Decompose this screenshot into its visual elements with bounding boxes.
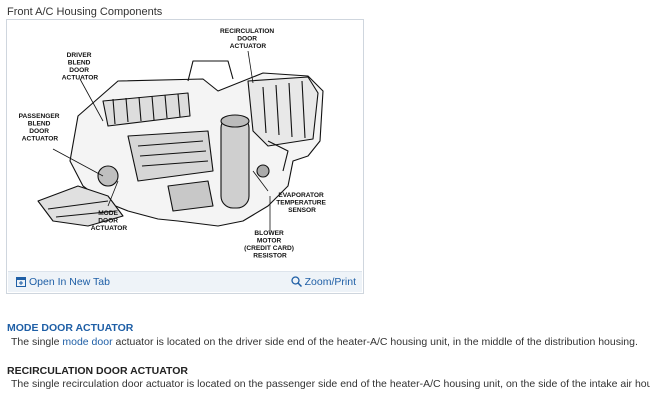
ac-housing-diagram[interactable]: RECIRCULATION DOOR ACTUATOR DRIVER BLEND… <box>8 21 362 271</box>
callout-blower-motor-resistor: BLOWER MOTOR (CREDIT CARD) RESISTOR <box>244 230 296 260</box>
figure-toolbar: Open In New Tab Zoom/Print <box>8 271 362 292</box>
text-segment: The single <box>11 336 63 348</box>
figure-panel: RECIRCULATION DOOR ACTUATOR DRIVER BLEND… <box>6 19 364 294</box>
new-tab-icon <box>16 277 26 290</box>
zoom-print-label: Zoom/Print <box>304 276 356 288</box>
figure-title: Front A/C Housing Components <box>7 6 163 18</box>
recirculation-door-actuator-heading: RECIRCULATION DOOR ACTUATOR <box>7 365 189 377</box>
open-in-new-tab-label: Open In New Tab <box>29 276 110 288</box>
callout-driver-blend-door-actuator: DRIVER BLEND DOOR ACTUATOR <box>62 52 99 82</box>
callout-recirculation-door-actuator: RECIRCULATION DOOR ACTUATOR <box>220 28 276 50</box>
callout-evaporator-temperature-sensor: EVAPORATOR TEMPERATURE SENSOR <box>276 192 328 214</box>
callout-mode-door-actuator: MODE DOOR ACTUATOR <box>91 210 128 232</box>
recirculation-door-actuator-text: The single recirculation door actuator i… <box>11 378 650 390</box>
mode-door-actuator-text: The single mode door actuator is located… <box>11 336 638 348</box>
mode-door-actuator-heading: MODE DOOR ACTUATOR <box>7 322 134 334</box>
magnifier-icon <box>290 276 302 290</box>
open-in-new-tab-link[interactable]: Open In New Tab <box>16 276 110 290</box>
zoom-print-link[interactable]: Zoom/Print <box>290 276 356 290</box>
text-segment: actuator is located on the driver side e… <box>112 336 638 348</box>
callout-passenger-blend-door-actuator: PASSENGER BLEND DOOR ACTUATOR <box>19 113 62 143</box>
mode-door-link[interactable]: mode door <box>62 336 113 348</box>
